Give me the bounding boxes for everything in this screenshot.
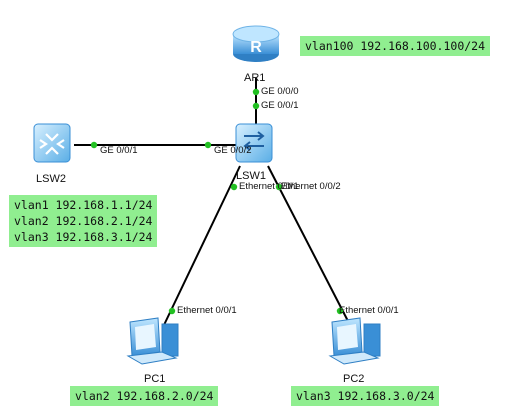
port-dot bbox=[336, 307, 344, 315]
port-dot bbox=[230, 183, 238, 191]
note-line: vlan1 192.168.1.1/24 bbox=[14, 198, 153, 212]
device-label-pc2: PC2 bbox=[343, 373, 365, 385]
device-label-lsw2: LSW2 bbox=[36, 173, 66, 185]
device-label-ar1: AR1 bbox=[244, 72, 266, 84]
port-label-lsw1-left: GE 0/0/2 bbox=[214, 145, 252, 156]
pc-icon[interactable] bbox=[126, 317, 179, 365]
port-label-pc1-eth: Ethernet 0/0/1 bbox=[177, 305, 237, 316]
port-dot bbox=[275, 183, 283, 191]
note-lsw2-vlans: vlan1 192.168.1.1/24 vlan2 192.168.2.1/24… bbox=[9, 195, 158, 247]
link-lsw1-pc1 bbox=[163, 165, 241, 326]
device-label-lsw1: LSW1 bbox=[236, 170, 266, 182]
port-label-lsw1-up: GE 0/0/1 bbox=[261, 100, 299, 111]
note-pc2-vlan3: vlan3 192.168.3.0/24 bbox=[291, 386, 440, 406]
port-label-lsw1-eth1: Ethernet 0/0/1 bbox=[239, 181, 299, 192]
port-dot bbox=[90, 141, 98, 149]
router-icon[interactable]: R bbox=[232, 25, 280, 62]
port-dot bbox=[252, 102, 260, 110]
port-label-ar1-ge: GE 0/0/0 bbox=[261, 86, 299, 97]
port-label-pc2-eth: Ethernet 0/0/1 bbox=[339, 305, 399, 316]
router-glyph: R bbox=[250, 39, 262, 56]
port-dot bbox=[204, 141, 212, 149]
port-label-lsw1-eth2: Ethernet 0/0/2 bbox=[281, 181, 341, 192]
switch-icon[interactable] bbox=[235, 123, 273, 163]
note-pc1-vlan2: vlan2 192.168.2.0/24 bbox=[70, 386, 219, 406]
port-label-lsw2-right: GE 0/0/1 bbox=[100, 145, 138, 156]
note-ar1-vlan100: vlan100 192.168.100.100/24 bbox=[300, 36, 491, 56]
note-line: vlan3 192.168.3.1/24 bbox=[14, 230, 153, 244]
link-lsw1-pc2 bbox=[267, 165, 351, 326]
port-dot bbox=[168, 307, 176, 315]
switch-icon[interactable] bbox=[33, 123, 71, 163]
port-dot bbox=[252, 88, 260, 96]
device-label-pc1: PC1 bbox=[144, 373, 166, 385]
pc-icon[interactable] bbox=[328, 317, 381, 365]
note-line: vlan2 192.168.2.1/24 bbox=[14, 214, 153, 228]
